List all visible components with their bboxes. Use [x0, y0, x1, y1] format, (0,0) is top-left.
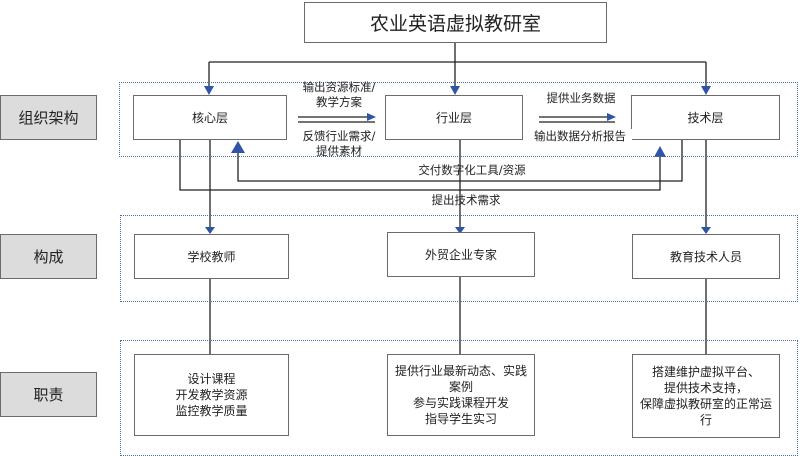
flow-label-core-to-tech: 提出技术需求 [431, 193, 501, 207]
arrowhead-core-industry [367, 113, 376, 121]
member-node-tech-staff: 教育技术人员 [632, 234, 780, 279]
tech-layer-node: 技术层 [631, 95, 780, 140]
row-label-duties: 职责 [0, 372, 97, 417]
duty-box-experts: 提供行业最新动态、实践 案例 参与实践课程开发 指导学生实习 [387, 354, 535, 436]
flow-label-tech-to-core: 交付数字化工具/资源 [418, 163, 526, 177]
row-label-org-structure: 组织架构 [0, 95, 97, 140]
duty-box-tech-staff: 搭建维护虚拟平台、 提供技术支持， 保障虚拟教研室的正常运 行 [632, 354, 780, 438]
flow-label-core-to-industry: 输出资源标准/ 教学方案 [302, 80, 376, 109]
arrowhead-core-up [231, 141, 245, 153]
flow-label-industry-to-core: 反馈行业需求/ 提供素材 [302, 129, 376, 158]
arrowhead-tech [701, 86, 711, 95]
member-node-teachers: 学校教师 [134, 234, 289, 279]
arrowhead-core [204, 86, 214, 95]
duty-box-teachers: 设计课程 开发教学资源 监控教学质量 [134, 354, 289, 436]
arrowhead-techstaff [701, 227, 711, 234]
diagram-title: 农业英语虚拟教研室 [369, 13, 541, 35]
core-to-tech-loop [179, 140, 661, 191]
arrowhead-experts [455, 227, 465, 234]
org-structure-container [119, 82, 798, 157]
title-box: 农业英语虚拟教研室 [304, 2, 607, 43]
arrowhead-industry-tech [607, 113, 616, 121]
industry-layer-node: 行业层 [385, 95, 523, 140]
flow-label-tech-to-industry: 输出数据分析报告 [528, 129, 632, 144]
member-node-experts: 外贸企业专家 [387, 232, 535, 277]
arrowhead-tech-up [654, 146, 666, 157]
arrowhead-teachers [205, 227, 215, 234]
core-layer-node: 核心层 [133, 95, 287, 140]
flow-label-industry-to-tech: 提供业务数据 [546, 91, 616, 105]
arrowhead-industry [450, 86, 460, 95]
row-label-composition: 构成 [0, 234, 97, 279]
composition-container [120, 215, 798, 302]
